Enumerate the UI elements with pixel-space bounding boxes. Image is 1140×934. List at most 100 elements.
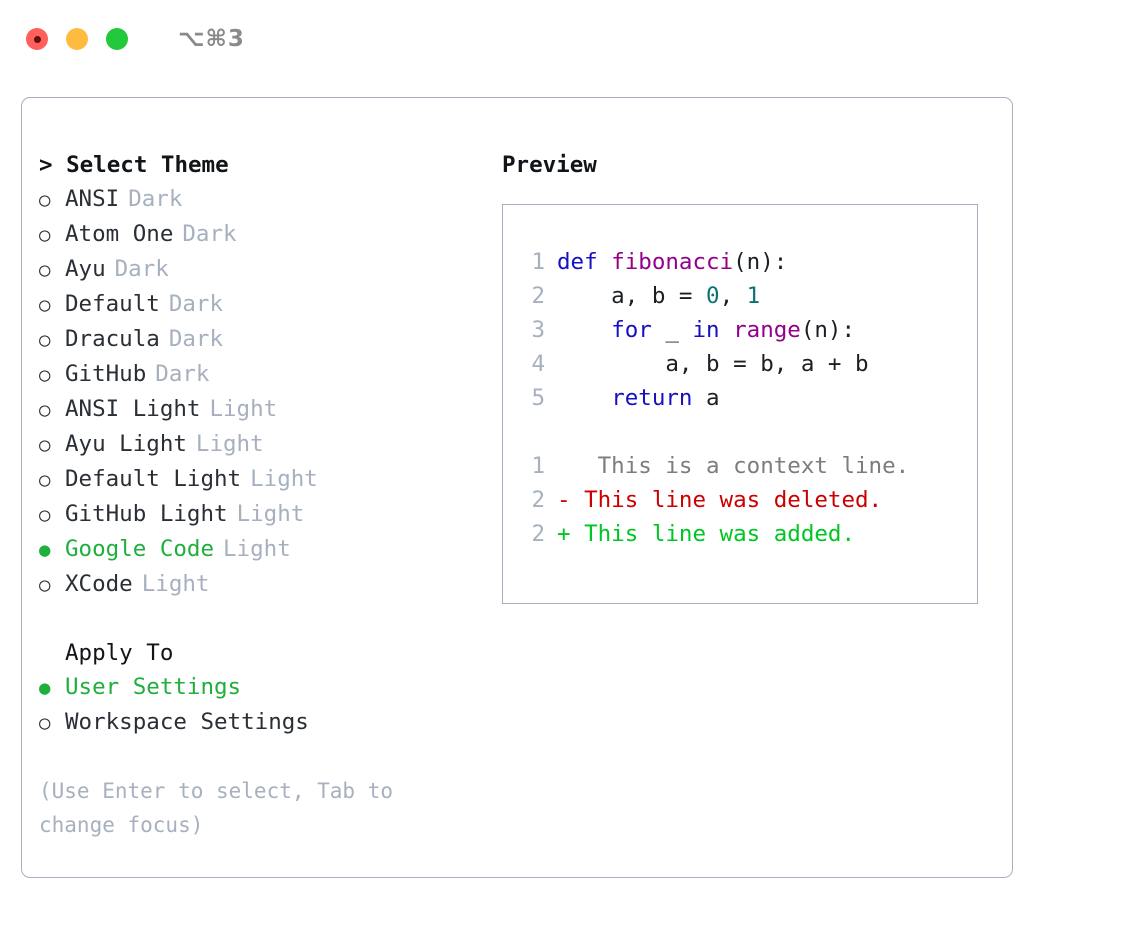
code-line-text: def fibonacci(n): xyxy=(557,245,787,279)
code-token-fn: range xyxy=(733,317,801,343)
code-token-num: 1 xyxy=(746,283,761,309)
code-token-pl: a, b = b, a + b xyxy=(557,351,869,377)
code-token-kw: return xyxy=(611,385,693,411)
diff-line-text: This is a context line. xyxy=(570,453,910,479)
code-token-pl: , xyxy=(719,283,747,309)
apply-to-option-list: ● User Settings ○ Workspace Settings xyxy=(39,670,489,740)
code-token-fn: fibonacci xyxy=(611,249,734,275)
theme-option-kind-badge: Light xyxy=(236,501,305,527)
diff-line-number: 1 xyxy=(531,453,545,479)
code-line: 2 a, b = 0, 1 xyxy=(503,279,977,313)
theme-option-label: Default xyxy=(65,291,160,317)
code-token-pl xyxy=(720,317,734,343)
apply-to-heading: Apply To xyxy=(65,640,174,666)
radio-unselected-icon: ○ xyxy=(39,294,51,316)
apply-to-option-label: User Settings xyxy=(65,674,242,700)
radio-unselected-icon: ○ xyxy=(39,259,51,281)
diff-sign xyxy=(557,449,571,483)
code-token-kw: for xyxy=(611,317,652,343)
code-line-number: 4 xyxy=(531,351,545,377)
theme-option-dracula[interactable]: ○ Dracula Dark xyxy=(39,322,489,357)
radio-unselected-icon: ○ xyxy=(39,189,51,211)
theme-option-kind-badge: Dark xyxy=(182,221,237,247)
theme-option-default[interactable]: ○ Default Dark xyxy=(39,287,489,322)
theme-option-label: GitHub xyxy=(65,361,147,387)
theme-option-kind-badge: Light xyxy=(250,466,318,492)
preview-heading: Preview xyxy=(502,152,597,178)
code-diff-spacer xyxy=(503,415,977,449)
code-token-num: 0 xyxy=(706,283,720,309)
theme-option-ayu-light[interactable]: ○ Ayu Light Light xyxy=(39,427,489,462)
radio-unselected-icon: ○ xyxy=(39,469,51,491)
code-line-number: 5 xyxy=(531,385,545,411)
theme-option-kind-badge: Light xyxy=(195,431,264,457)
theme-option-label: Dracula xyxy=(65,326,160,352)
radio-unselected-icon: ○ xyxy=(39,574,51,596)
code-line: 5 return a xyxy=(503,381,977,415)
close-button[interactable] xyxy=(26,28,48,50)
code-token-pl: (n): xyxy=(800,317,856,343)
theme-option-kind-badge: Dark xyxy=(155,361,210,387)
window-titlebar: ⌥⌘3 xyxy=(0,0,1140,78)
diff-line-text: This line was deleted. xyxy=(570,487,883,513)
code-line-number: 3 xyxy=(531,317,545,343)
theme-option-kind-badge: Dark xyxy=(168,326,224,352)
apply-to-option-user-settings[interactable]: ● User Settings xyxy=(39,670,489,705)
theme-option-label: Atom One xyxy=(65,221,174,247)
code-line-number: 2 xyxy=(531,283,545,309)
theme-option-label: ANSI Light xyxy=(65,396,201,422)
apply-to-option-workspace-settings[interactable]: ○ Workspace Settings xyxy=(39,705,489,740)
radio-unselected-icon: ○ xyxy=(39,434,51,456)
code-line-text: for _ in range(n): xyxy=(557,313,855,347)
theme-option-kind-badge: Dark xyxy=(168,291,224,317)
code-line: 3 for _ in range(n): xyxy=(503,313,977,347)
minimize-button[interactable] xyxy=(66,28,88,50)
diff-sample: 1 This is a context line. 2- This line wa… xyxy=(503,449,977,551)
theme-option-label: ANSI xyxy=(65,186,120,212)
diff-line-text: This line was added. xyxy=(570,521,856,547)
maximize-button[interactable] xyxy=(106,28,128,50)
theme-option-ansi[interactable]: ○ ANSI Dark xyxy=(39,182,489,217)
diff-line-del: 2- This line was deleted. xyxy=(503,483,977,517)
radio-selected-icon: ● xyxy=(39,677,51,699)
radio-selected-icon: ● xyxy=(39,539,51,561)
radio-unselected-icon: ○ xyxy=(39,329,51,351)
diff-line-number: 2 xyxy=(531,521,545,547)
code-line-number: 1 xyxy=(531,249,545,275)
diff-sign: + xyxy=(557,521,571,547)
radio-unselected-icon: ○ xyxy=(39,712,51,734)
section-spacer xyxy=(39,602,489,636)
code-token-kw: def xyxy=(557,249,612,275)
theme-option-kind-badge: Light xyxy=(223,536,291,562)
diff-line-number: 2 xyxy=(531,487,545,513)
code-token-pl xyxy=(557,317,611,343)
select-theme-heading: > Select Theme xyxy=(39,152,229,178)
code-token-pl xyxy=(557,385,611,411)
code-token-pl: a xyxy=(692,385,720,411)
window-title: ⌥⌘3 xyxy=(178,26,245,52)
apply-to-option-label: Workspace Settings xyxy=(65,709,309,735)
diff-sign: - xyxy=(557,487,571,513)
code-token-pl: (n): xyxy=(733,249,788,275)
radio-unselected-icon: ○ xyxy=(39,504,51,526)
code-token-pl: a, b = xyxy=(557,283,707,309)
theme-option-kind-badge: Dark xyxy=(128,186,183,212)
keyboard-hint: (Use Enter to select, Tab to change focu… xyxy=(39,779,406,837)
theme-option-kind-badge: Light xyxy=(141,571,210,597)
theme-option-label: Ayu xyxy=(65,256,106,282)
code-token-pl: _ xyxy=(651,317,693,343)
theme-option-label: Ayu Light xyxy=(65,431,187,457)
